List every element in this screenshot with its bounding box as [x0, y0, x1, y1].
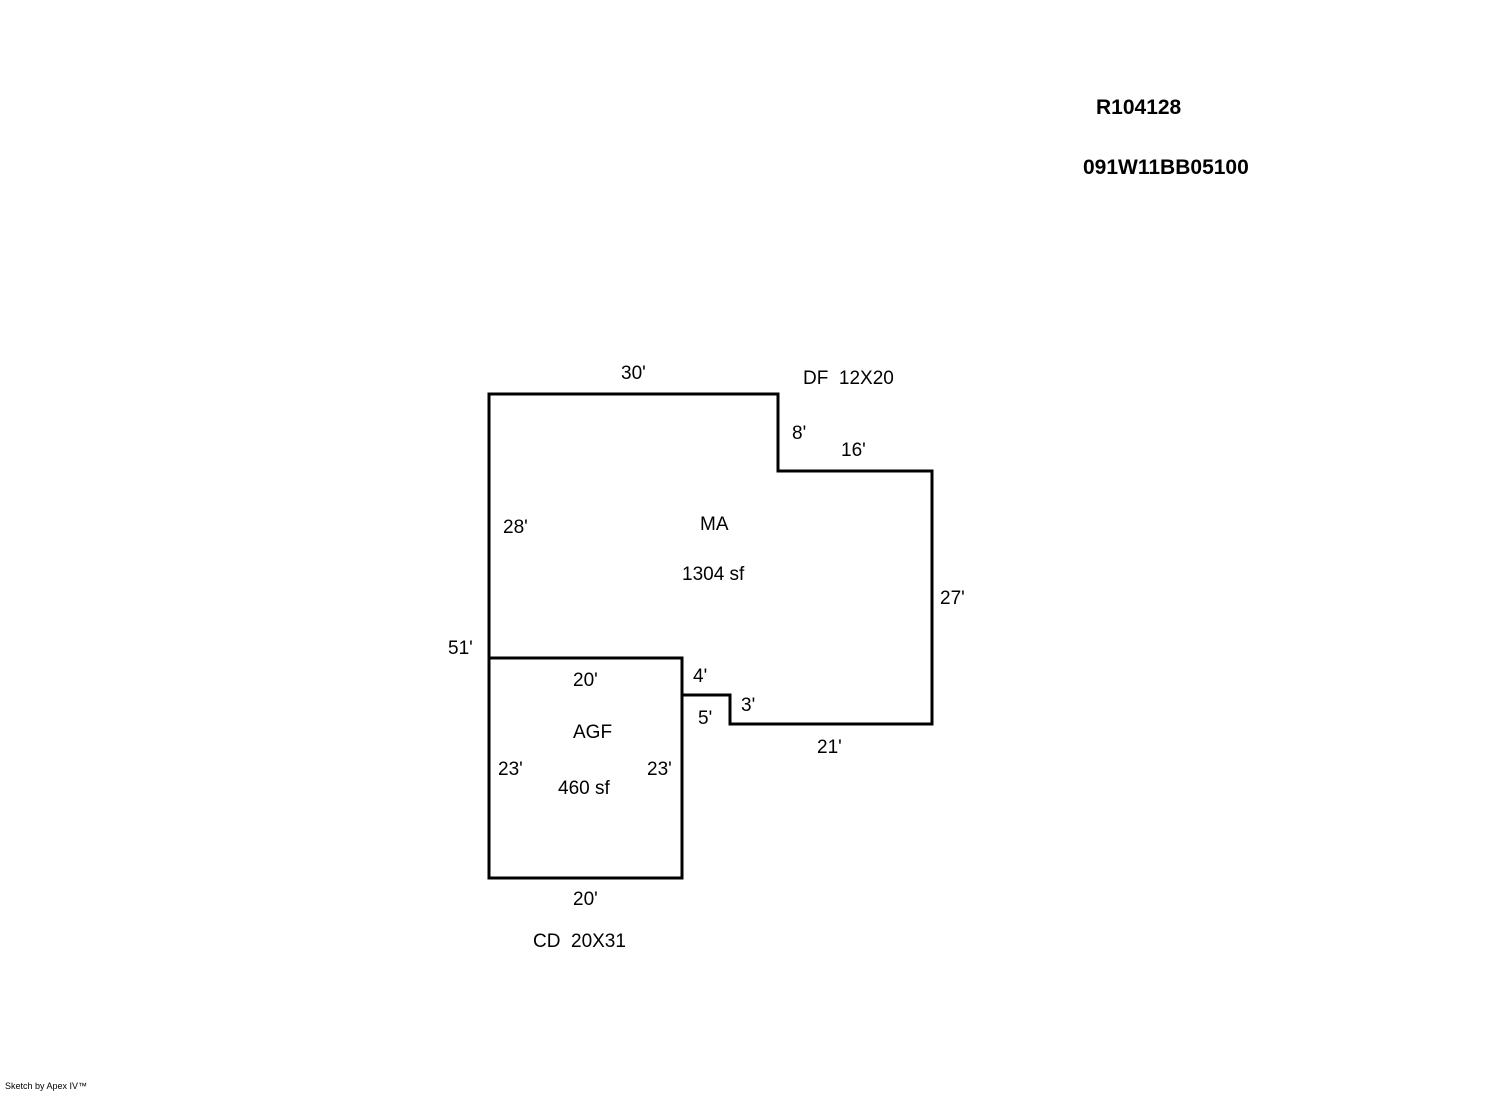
- garage-area-size: 460 sf: [558, 778, 610, 799]
- dim-garage-top: 20': [573, 670, 598, 691]
- record-id: R104128: [1096, 96, 1182, 119]
- main-area-code: MA: [700, 514, 729, 535]
- dim-main-bottom-right: 21': [817, 737, 842, 758]
- dim-main-top: 30': [621, 363, 646, 384]
- dim-overall-left: 51': [448, 638, 473, 659]
- dim-main-right: 27': [940, 588, 965, 609]
- dim-garage-bottom: 20': [573, 889, 598, 910]
- dim-garage-left: 23': [498, 759, 523, 780]
- dim-garage-right: 23': [647, 759, 672, 780]
- dim-main-left: 28': [503, 517, 528, 538]
- dim-main-notch-across: 5': [698, 708, 713, 729]
- annotation-deck-flat: DF 12X20: [803, 368, 894, 389]
- dim-main-notch-side: 4': [693, 666, 708, 687]
- main-area-outline: [487, 392, 934, 726]
- dim-main-step-right: 16': [841, 440, 866, 461]
- garage-outline: [487, 656, 684, 880]
- dim-main-step-down: 8': [792, 423, 807, 444]
- dim-main-notch-up: 3': [741, 695, 756, 716]
- annotation-covered-deck: CD 20X31: [533, 931, 626, 952]
- main-area-size: 1304 sf: [682, 564, 745, 585]
- parcel-number: 091W11BB05100: [1083, 156, 1249, 179]
- garage-area-code: AGF: [573, 722, 613, 743]
- sketch-credit: Sketch by Apex IV™: [5, 1081, 88, 1091]
